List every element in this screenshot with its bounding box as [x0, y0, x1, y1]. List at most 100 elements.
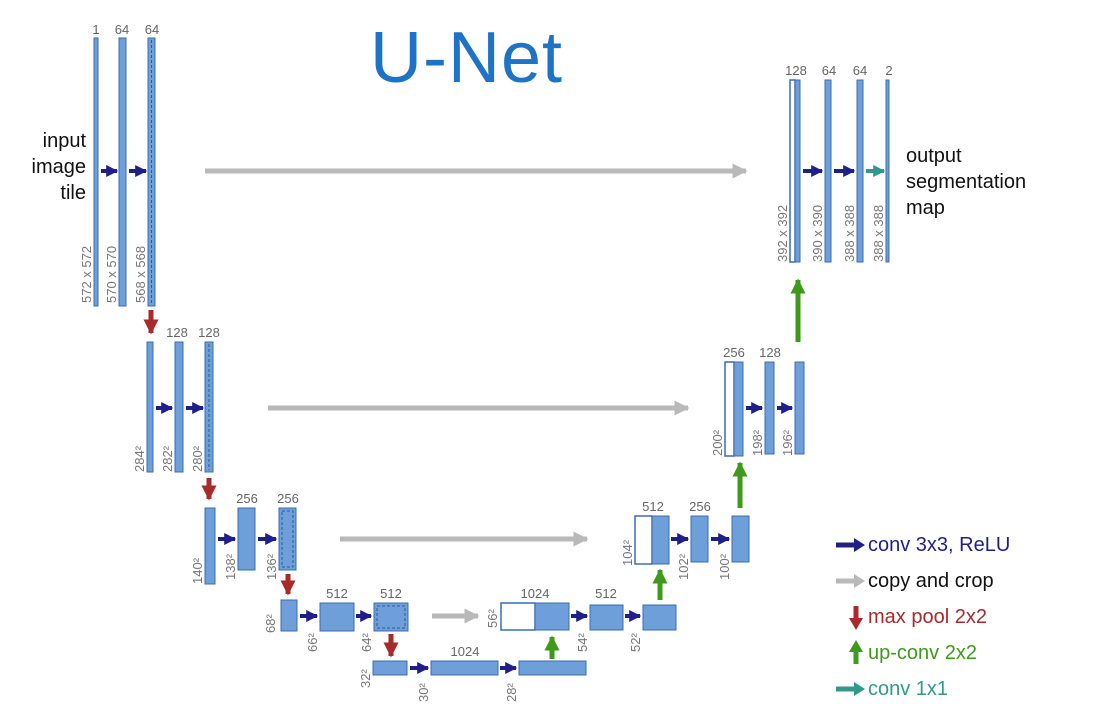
- size-label: 52²: [628, 633, 643, 652]
- channel-label: 1024: [451, 644, 480, 659]
- feature-map: [733, 361, 744, 457]
- conv1x1-arrow-icon: [836, 682, 865, 696]
- feature-map: [824, 79, 832, 263]
- conv-arrow-icon: [836, 538, 865, 552]
- legend-item-copy: copy and crop: [834, 566, 1104, 602]
- diagram-title: U-Net: [370, 18, 564, 98]
- channel-label: 1024: [521, 586, 550, 601]
- size-label: 198²: [750, 429, 765, 456]
- feature-map: [372, 660, 408, 676]
- legend: conv 3x3, ReLU copy and crop max pool 2x…: [834, 530, 1104, 710]
- channel-label: 128: [198, 325, 220, 340]
- legend-item-conv: conv 3x3, ReLU: [834, 530, 1104, 566]
- size-label: 200²: [710, 429, 725, 456]
- channel-label: 128: [166, 325, 188, 340]
- copied-feature-map: [724, 361, 735, 457]
- size-label: 282²: [160, 445, 175, 472]
- feature-map: [146, 341, 154, 473]
- size-label: 572 x 572: [79, 246, 94, 303]
- copied-feature-map: [500, 602, 536, 631]
- size-label: 30²: [416, 683, 431, 702]
- decoder-level-1: 128 64 64 2 392 x 392 390 x 390 388 x 38…: [775, 63, 893, 263]
- size-label: 388 x 388: [842, 205, 857, 262]
- size-label: 136²: [264, 553, 279, 580]
- size-label: 196²: [780, 429, 795, 456]
- size-label: 104²: [620, 539, 635, 566]
- channel-label: 64: [822, 63, 836, 78]
- feature-map: [204, 507, 216, 585]
- channel-label: 256: [723, 345, 745, 360]
- feature-map: [319, 602, 355, 632]
- size-label: 388 x 388: [871, 205, 886, 262]
- encoder-level-4: 512 512 68² 66² 64²: [263, 586, 409, 652]
- output-map-label: output segmentation map: [906, 143, 1096, 221]
- feature-map: [174, 341, 184, 473]
- bottleneck: 1024 32² 30² 28²: [358, 644, 587, 702]
- channel-label: 64: [853, 63, 867, 78]
- feature-map: [651, 515, 670, 565]
- channel-label: 1: [92, 22, 99, 37]
- feature-map: [856, 79, 864, 263]
- size-label: 568 x 568: [133, 246, 148, 303]
- up-arrow-icon: [849, 640, 863, 664]
- up-conv-arrows: [544, 278, 806, 659]
- size-label: 100²: [717, 553, 732, 580]
- copy-arrow-icon: [836, 574, 865, 588]
- legend-label: up-conv 2x2: [868, 642, 977, 664]
- channel-label: 512: [380, 586, 402, 601]
- feature-map: [690, 515, 709, 563]
- legend-item-pool: max pool 2x2: [834, 602, 1104, 638]
- legend-label: copy and crop: [868, 570, 994, 592]
- encoder-level-2: 128 128 284² 282² 280²: [132, 325, 220, 473]
- legend-label: max pool 2x2: [868, 606, 987, 628]
- channel-label: 512: [595, 586, 617, 601]
- size-label: 390 x 390: [810, 205, 825, 262]
- decoder-level-3: 512 256 104² 102² 100²: [620, 499, 750, 580]
- feature-map: [885, 79, 890, 263]
- feature-map: [534, 602, 570, 631]
- size-label: 32²: [358, 669, 373, 688]
- channel-label: 256: [236, 491, 258, 506]
- channel-label: 256: [689, 499, 711, 514]
- output-label-line: segmentation: [906, 171, 1027, 193]
- channel-label: 512: [642, 499, 664, 514]
- crop-marker: [281, 510, 294, 568]
- decoder-level-2: 256 128 200² 198² 196²: [710, 345, 805, 457]
- size-label: 54²: [575, 633, 590, 652]
- feature-map: [731, 515, 750, 563]
- decoder-level-4: 1024 512 56² 54² 52²: [485, 586, 677, 652]
- output-label-line: output: [906, 145, 962, 167]
- copy-crop-arrows: [205, 163, 748, 624]
- feature-map: [430, 660, 499, 676]
- output-label-line: map: [906, 197, 945, 219]
- size-label: 68²: [263, 614, 278, 633]
- channel-label: 128: [785, 63, 807, 78]
- input-label-line: image: [31, 156, 86, 178]
- input-label-line: tile: [60, 182, 86, 204]
- feature-map: [278, 507, 297, 571]
- feature-map: [118, 37, 127, 307]
- channel-label: 128: [759, 345, 781, 360]
- feature-map: [373, 602, 409, 632]
- feature-map: [280, 599, 298, 632]
- feature-map: [794, 361, 805, 455]
- channel-label: 64: [145, 22, 159, 37]
- encoder-level-3: 256 256 140² 138² 136²: [190, 491, 299, 585]
- size-label: 28²: [504, 683, 519, 702]
- legend-item-upconv: up-conv 2x2: [834, 638, 1104, 674]
- channel-label: 256: [277, 491, 299, 506]
- input-image-label: input image tile: [20, 128, 86, 206]
- legend-label: conv 3x3, ReLU: [868, 534, 1011, 556]
- size-label: 284²: [132, 445, 147, 472]
- copied-feature-map: [634, 515, 653, 565]
- size-label: 140²: [190, 557, 205, 584]
- copied-feature-map: [789, 79, 796, 263]
- feature-map: [237, 507, 256, 571]
- size-label: 56²: [485, 609, 500, 628]
- legend-label: conv 1x1: [868, 678, 949, 700]
- max-pool-arrows: [143, 310, 399, 658]
- encoder-level-1: 1 64 64 572 x 572 570 x 570 568 x 568: [79, 22, 159, 307]
- down-arrow-icon: [849, 606, 863, 630]
- input-label-line: input: [42, 130, 86, 152]
